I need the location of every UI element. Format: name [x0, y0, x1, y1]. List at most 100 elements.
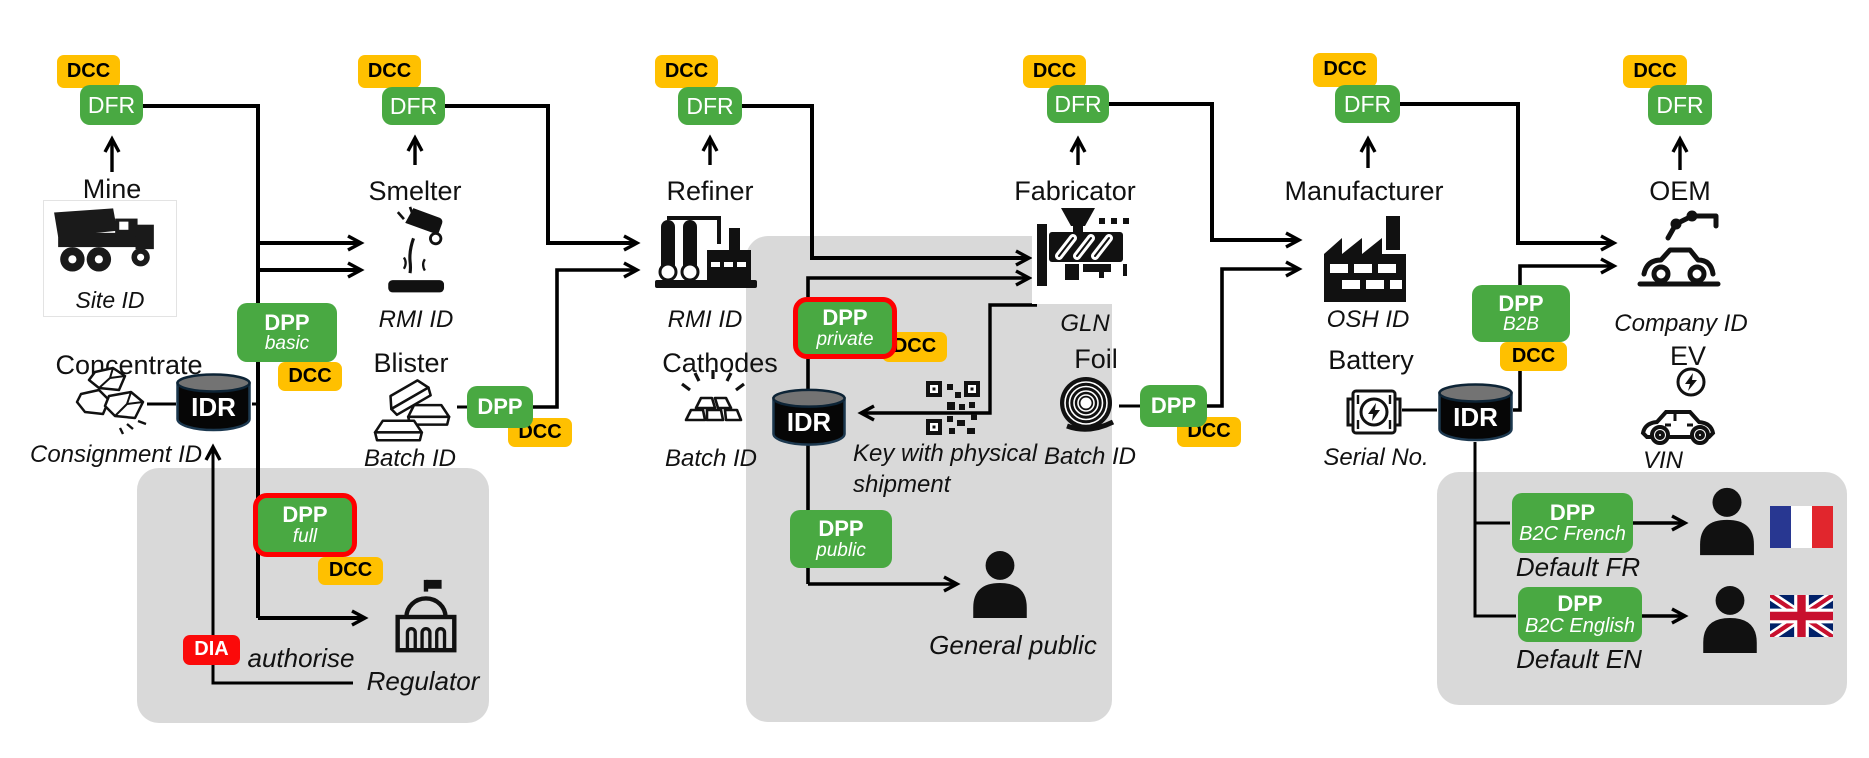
- dpp-label: DPP: [1150, 393, 1197, 419]
- cathodes-stack-icon: [681, 370, 745, 422]
- dpp-private-badge: DPP private: [793, 297, 897, 359]
- battery-cell-icon: [1346, 389, 1402, 435]
- dfr-label: DFR: [87, 91, 136, 118]
- id-label-blister: Batch ID: [363, 445, 457, 472]
- stage-label-manufacturer: Manufacturer: [1284, 176, 1444, 206]
- dia-badge: DIA: [183, 635, 240, 665]
- id-label-manufacturer: OSH ID: [1326, 306, 1410, 333]
- dia-label: DIA: [194, 638, 229, 661]
- dpp-variant-b2b: B2B: [1503, 314, 1539, 336]
- refinery-plant-icon: [655, 216, 757, 288]
- dcc-badge-concentrate: DCC: [278, 362, 342, 391]
- id-label-battery: Serial No.: [1323, 444, 1429, 471]
- dpp-label: DPP: [477, 394, 523, 420]
- dpp-variant-b2c-english: B2C English: [1524, 614, 1636, 637]
- stage-label-refiner: Refiner: [666, 176, 754, 206]
- dcc-label: DCC: [518, 420, 562, 443]
- smelter-pouring-icon: [388, 206, 445, 293]
- product-label-ev: EV: [1669, 341, 1707, 371]
- dfr-label: DFR: [686, 92, 734, 119]
- dfr-label: DFR: [1343, 90, 1392, 117]
- regulator-label: Regulator: [366, 666, 480, 696]
- dcc-label: DCC: [328, 559, 373, 582]
- idr-label: IDR: [1453, 402, 1498, 432]
- dpp-variant-public: public: [816, 539, 866, 561]
- dpp-badge-foil: DPP: [1140, 385, 1207, 427]
- dcc-badge-refiner: DCC: [655, 55, 718, 88]
- dfr-badge-mine: DFR: [80, 85, 143, 125]
- factory-icon: [1324, 216, 1406, 302]
- dcc-label: DCC: [1511, 344, 1556, 367]
- stage-label-fabricator: Fabricator: [1014, 176, 1136, 206]
- ore-rocks-icon: [75, 366, 147, 435]
- idr-registry-icon-shipment: IDR: [772, 388, 846, 446]
- dcc-label: DCC: [1633, 59, 1677, 82]
- dpp-label: DPP: [1549, 499, 1596, 525]
- dpp-label: DPP: [282, 502, 328, 528]
- dfr-badge-oem: DFR: [1648, 85, 1712, 125]
- id-label-smelter: RMI ID: [378, 306, 454, 333]
- person-icon-general-public: [973, 551, 1027, 618]
- authorise-label: authorise: [247, 643, 355, 673]
- foil-coil-icon: [1060, 377, 1115, 432]
- dpp-b2c-french-badge: DPP B2C French: [1512, 493, 1633, 553]
- dpp-label: DPP: [822, 305, 868, 331]
- dcc-label: DCC: [1032, 59, 1077, 82]
- product-label-cathodes: Cathodes: [662, 348, 778, 378]
- id-label-cathodes: Batch ID: [664, 445, 758, 472]
- dfr-label: DFR: [1656, 91, 1704, 118]
- idr-label: IDR: [191, 392, 236, 422]
- general-public-label: General public: [929, 630, 1097, 660]
- stage-label-smelter: Smelter: [368, 176, 462, 206]
- id-label-mine: Site ID: [75, 287, 145, 313]
- stage-label-mine: Mine: [82, 174, 142, 204]
- idr-label: IDR: [787, 409, 831, 437]
- ev-bolt-icon: [1676, 367, 1706, 397]
- default-fr-label: Default FR: [1515, 552, 1641, 582]
- flag-uk-icon: [1770, 595, 1833, 637]
- id-label-ev: VIN: [1642, 447, 1683, 474]
- dcc-badge-fabricator: DCC: [1023, 55, 1086, 88]
- product-label-foil: Foil: [1074, 344, 1118, 374]
- dpp-b2c-english-badge: DPP B2C English: [1518, 587, 1642, 642]
- dcc-badge-mine: DCC: [57, 55, 120, 88]
- flag-france-icon: [1770, 506, 1833, 548]
- blister-ingots-icon: [373, 379, 451, 442]
- dpp-label: DPP: [1557, 591, 1603, 617]
- stage-label-oem: OEM: [1649, 176, 1711, 206]
- car-assembly-icon: [1637, 210, 1721, 287]
- person-icon-english-consumer: [1703, 586, 1757, 653]
- product-label-battery: Battery: [1328, 345, 1414, 375]
- dfr-label: DFR: [389, 92, 438, 119]
- dfr-label: DFR: [1054, 90, 1102, 117]
- dpp-public-badge: DPP public: [790, 510, 892, 568]
- dcc-label: DCC: [367, 59, 412, 82]
- dcc-badge-manufacturer: DCC: [1313, 53, 1377, 87]
- id-label-fabricator: GLN: [1060, 310, 1110, 337]
- id-label-foil: Batch ID: [1043, 443, 1137, 470]
- id-label-concentrate: Consignment ID: [30, 441, 203, 468]
- product-label-blister: Blister: [373, 348, 449, 378]
- id-label-oem: Company ID: [1614, 310, 1748, 337]
- extruder-machine-icon: [1037, 208, 1129, 286]
- idr-registry-icon-battery: IDR: [1438, 383, 1513, 442]
- dpp-variant-full: full: [292, 525, 318, 547]
- dpp-b2b-badge: DPP B2B: [1472, 285, 1570, 342]
- dpp-full-badge: DPP full: [253, 493, 357, 557]
- dpp-variant-basic: basic: [264, 333, 310, 355]
- dfr-badge-fabricator: DFR: [1047, 85, 1109, 123]
- dpp-label: DPP: [1498, 290, 1544, 316]
- regulator-building-icon: [395, 579, 457, 653]
- ev-car-icon: [1640, 410, 1716, 445]
- dpp-basic-badge: DPP basic: [237, 303, 337, 362]
- dpp-badge-blister: DPP: [467, 386, 533, 428]
- dcc-label: DCC: [66, 59, 111, 82]
- product-label-concentrate: Concentrate: [55, 350, 203, 380]
- dpp-label: DPP: [818, 516, 864, 542]
- dcc-label: DCC: [288, 364, 332, 387]
- dfr-badge-manufacturer: DFR: [1335, 85, 1400, 123]
- dpp-variant-private: private: [816, 328, 874, 350]
- dump-truck-icon: [54, 208, 154, 272]
